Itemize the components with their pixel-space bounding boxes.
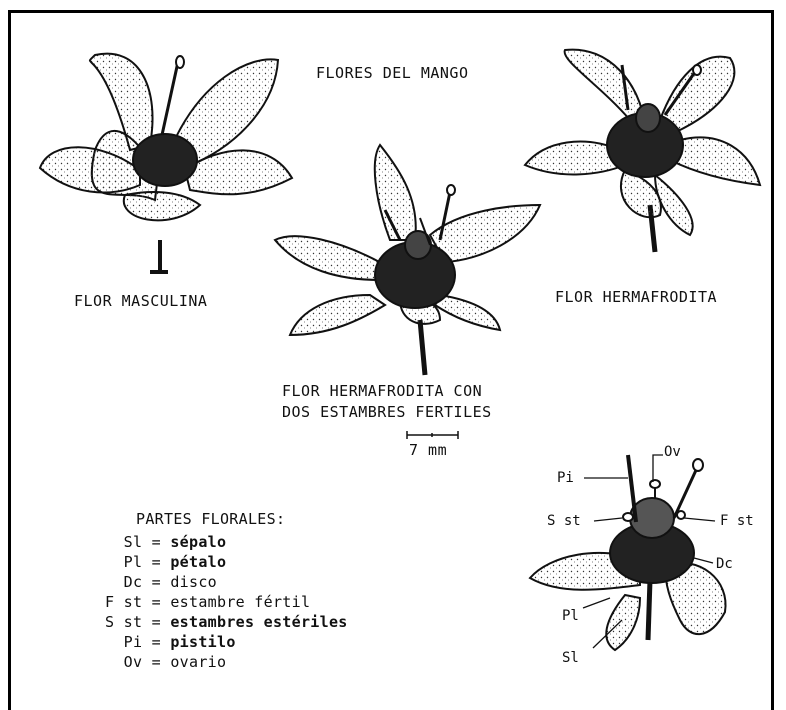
legend-abbr: Sl	[105, 533, 142, 551]
part-label-pl: Pl	[562, 608, 579, 624]
legend-abbr: Ov	[105, 653, 142, 671]
legend-abbr: Pl	[105, 553, 142, 571]
legend-item: Pl = pétalo	[105, 553, 226, 571]
legend-item: F st = estambre fértil	[105, 593, 310, 611]
legend-item: Sl = sépalo	[105, 533, 226, 551]
hermaphrodite-flower-label: FLOR HERMAFRODITA	[555, 288, 717, 306]
part-label-fst: F st	[720, 513, 754, 529]
legend-desc: sépalo	[170, 533, 226, 551]
scale-label: 7 mm	[409, 441, 447, 459]
legend-desc: pistilo	[170, 633, 235, 651]
legend-desc: ovario	[170, 653, 226, 671]
legend-abbr: Dc	[105, 573, 142, 591]
part-label-sst: S st	[547, 513, 581, 529]
part-label-sl: Sl	[562, 650, 579, 666]
legend-title: PARTES FLORALES:	[136, 510, 285, 528]
legend-item: Pi = pistilo	[105, 633, 236, 651]
legend-desc: pétalo	[170, 553, 226, 571]
hermaphrodite-two-stamens-label-line1: FLOR HERMAFRODITA CON	[282, 382, 482, 400]
legend-abbr: S st	[105, 613, 142, 631]
legend-desc: estambre fértil	[170, 593, 310, 611]
legend-abbr: Pi	[105, 633, 142, 651]
legend-abbr: F st	[105, 593, 142, 611]
hermaphrodite-two-stamens-label-line2: DOS ESTAMBRES FERTILES	[282, 403, 492, 421]
legend-item: S st = estambres estériles	[105, 613, 348, 631]
male-flower-drawing	[40, 54, 292, 272]
part-label-dc: Dc	[716, 556, 733, 572]
legend-desc: disco	[170, 573, 217, 591]
hermaphrodite-flower-drawing	[525, 50, 760, 252]
scale-bar	[407, 431, 458, 439]
part-label-pi: Pi	[557, 470, 574, 486]
hermaphrodite-two-stamens-drawing	[275, 145, 540, 375]
male-flower-label: FLOR MASCULINA	[74, 292, 207, 310]
legend-item: Ov = ovario	[105, 653, 226, 671]
part-label-ov: Ov	[664, 444, 681, 460]
legend-item: Dc = disco	[105, 573, 217, 591]
legend-desc: estambres estériles	[170, 613, 347, 631]
